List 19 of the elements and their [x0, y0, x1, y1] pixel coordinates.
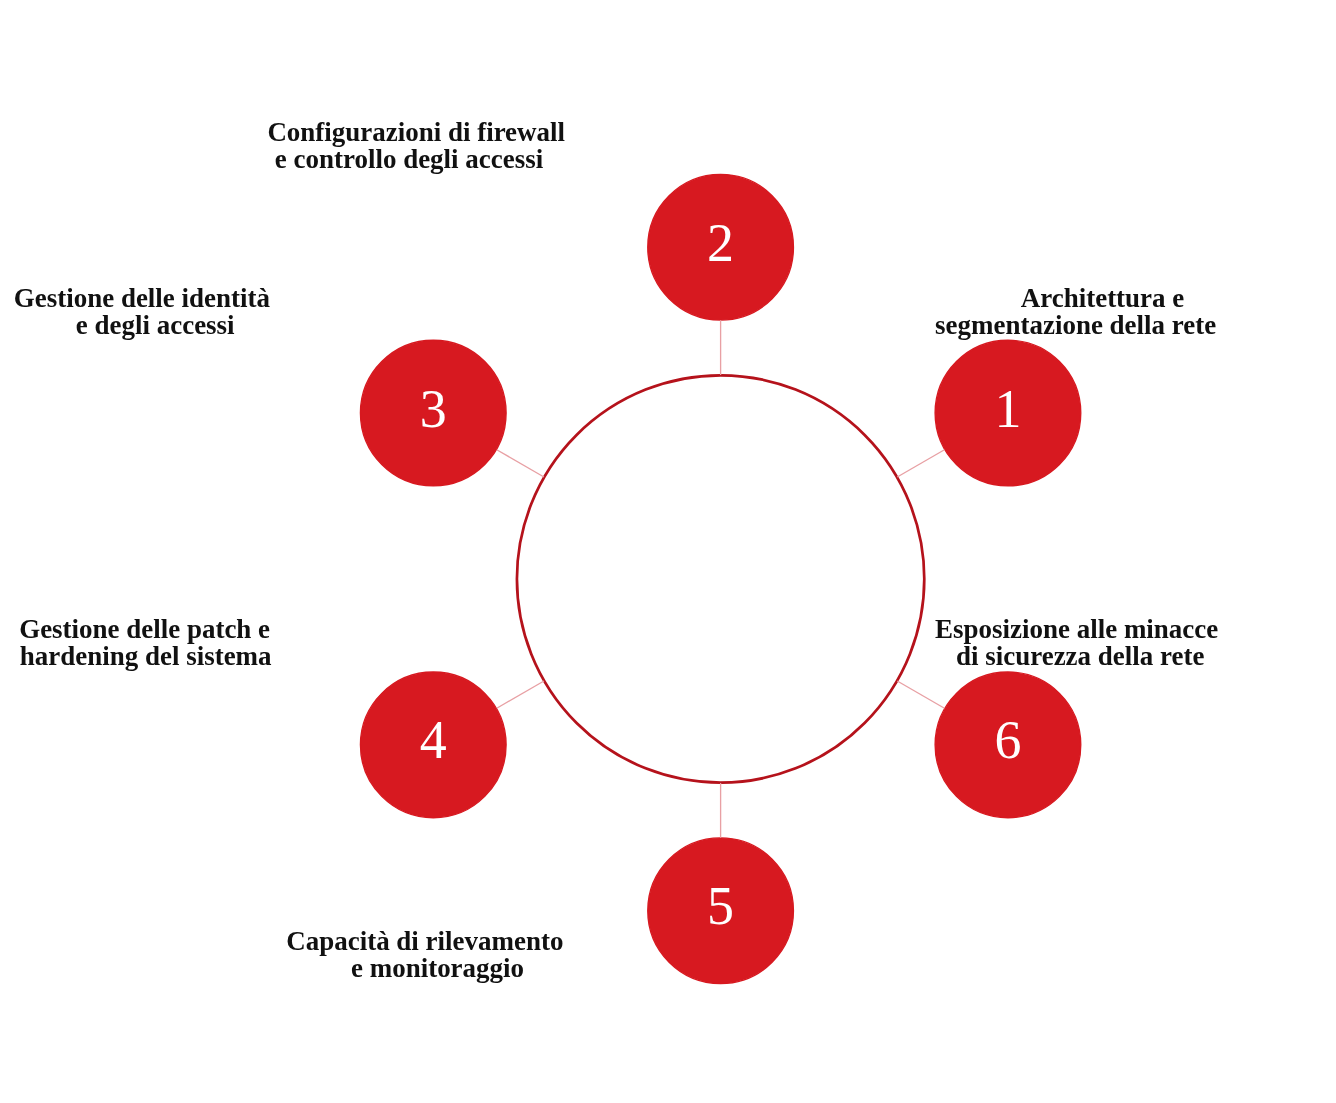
node-circle: 1	[934, 339, 1082, 487]
connector	[896, 448, 946, 478]
node-circle: 2	[647, 173, 795, 321]
node-label: Gestione delle patch e hardening del sistema	[19, 613, 272, 671]
node-label: Esposizione alle minacce di sicurezza della rete	[935, 613, 1219, 671]
node-circle: 4	[359, 670, 507, 818]
connector	[719, 781, 722, 838]
node-label: Gestione delle identità e degli accessi	[13, 282, 270, 339]
connector	[719, 318, 722, 376]
connector	[496, 448, 545, 478]
connector	[896, 679, 946, 709]
connector	[496, 679, 545, 709]
node-circle: 5	[647, 836, 795, 984]
node-circle	[515, 373, 926, 784]
node-label: Configurazioni di firewall e controllo degli accessi	[267, 116, 566, 174]
node-label: Architettura e segmentazione della rete	[935, 282, 1217, 339]
node-circle: 3	[359, 339, 507, 487]
node-circle: 6	[934, 670, 1082, 818]
node-label: Capacità di rilevamento e monitoraggio	[286, 925, 564, 983]
